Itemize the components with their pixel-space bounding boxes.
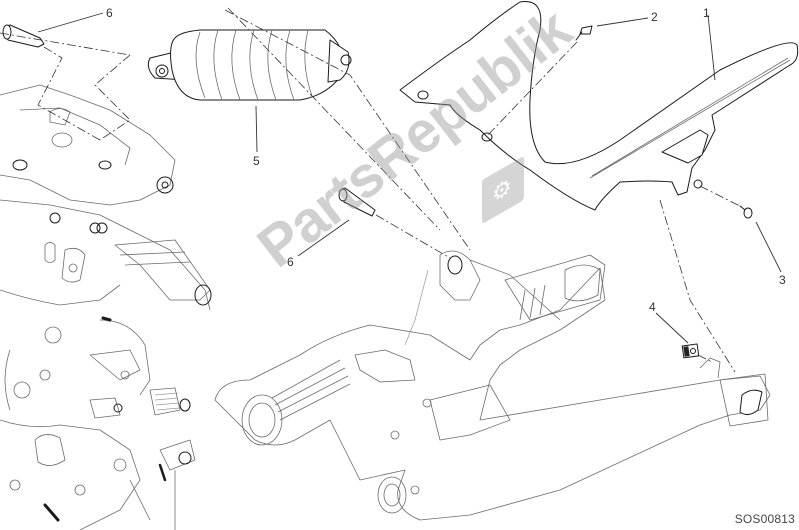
callout-3: 3 (779, 273, 786, 287)
callout-6-lower: 6 (287, 255, 294, 269)
callout-4: 4 (649, 300, 656, 314)
callout-1: 1 (703, 6, 710, 20)
callout-leaders (37, 12, 782, 344)
callout-5: 5 (253, 154, 260, 168)
bolt-upper-drawing (2, 24, 101, 141)
callout-6-upper: 6 (106, 6, 113, 20)
screw-2-drawing (487, 25, 593, 136)
screw-3-drawing (699, 185, 753, 219)
drawing-code: SOS00813 (734, 512, 795, 526)
bolt-lower-drawing (338, 187, 451, 259)
shock-absorber-drawing (0, 7, 471, 251)
engine-frame-drawing (0, 84, 212, 530)
swingarm-drawing (214, 199, 771, 521)
chain-guard-drawing (399, 1, 799, 211)
callout-2: 2 (651, 10, 658, 24)
clip-nut-drawing (681, 343, 713, 363)
